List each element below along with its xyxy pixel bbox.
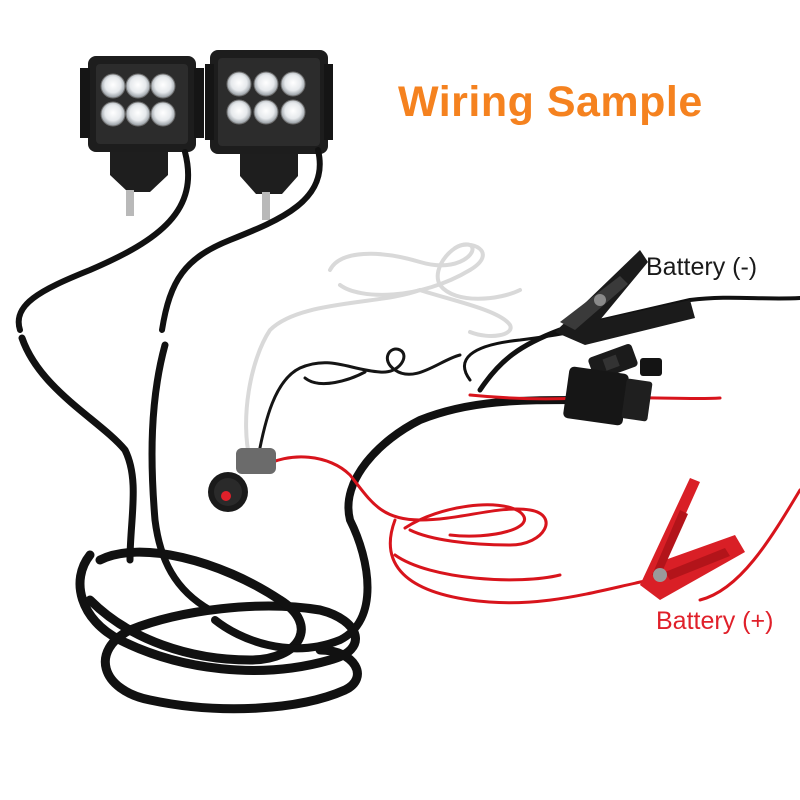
white-wire-coil (244, 242, 522, 462)
label-battery-negative: Battery (-) (646, 253, 758, 281)
rocker-switch (208, 448, 276, 512)
black-wiring-harness (15, 147, 800, 714)
led-light-pod-right (205, 50, 333, 220)
red-wire-coil (258, 393, 800, 605)
title-wiring-sample: Wiring Sample (398, 78, 703, 126)
battery-positive-clamp (640, 478, 745, 600)
label-battery-positive: Battery (+) (656, 607, 774, 635)
led-array-right (226, 71, 306, 125)
relay (563, 358, 662, 426)
led-array-left (100, 73, 176, 127)
led-light-pod-left (80, 56, 204, 216)
switch-lead-black (256, 347, 462, 460)
battery-negative-clamp (555, 250, 695, 345)
